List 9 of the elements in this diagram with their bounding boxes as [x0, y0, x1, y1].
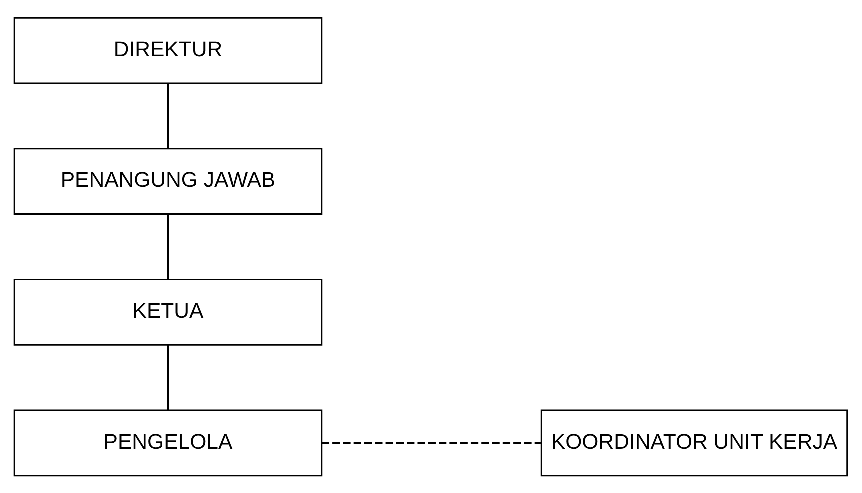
connector [167, 214, 169, 280]
node-box: KETUA [14, 278, 323, 346]
connector [167, 83, 169, 148]
node-box: PENANGUNG JAWAB [14, 148, 323, 215]
connector [167, 345, 169, 410]
node-box: KOORDINATOR UNIT KERJA [540, 409, 848, 476]
connector [322, 442, 541, 444]
node-box: DIREKTUR [14, 16, 323, 84]
node-box: PENGELOLA [14, 409, 323, 476]
